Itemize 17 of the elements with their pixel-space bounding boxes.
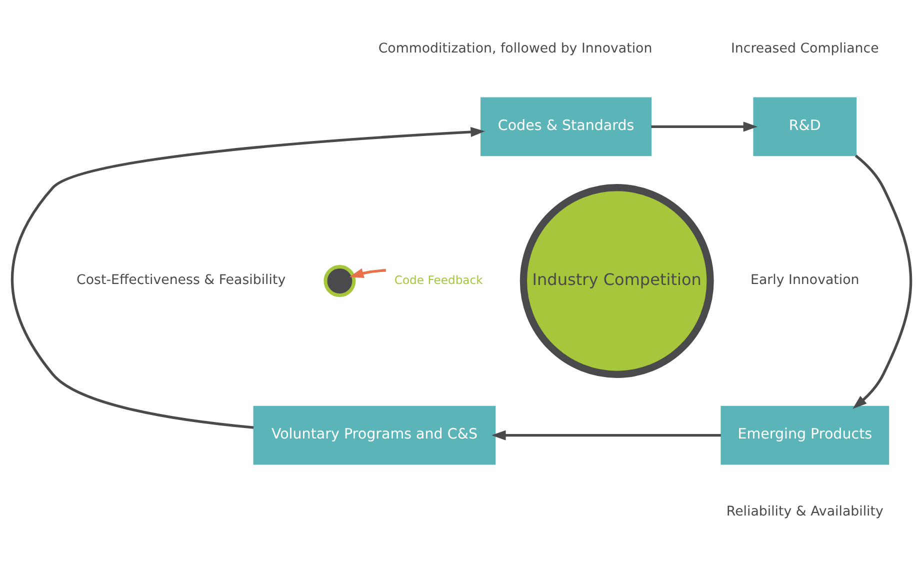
node-box: R&D bbox=[753, 97, 857, 156]
node-circle: Industry Competition bbox=[520, 184, 714, 378]
label: Commoditization, followed by Innovation bbox=[378, 42, 652, 57]
arrow bbox=[491, 430, 721, 440]
label: Increased Compliance bbox=[730, 42, 879, 57]
node-text: Code Feedback bbox=[394, 273, 483, 288]
node-box: Codes & Standards bbox=[480, 97, 652, 156]
label: Cost-Effectiveness & Feasibility bbox=[76, 273, 286, 288]
arrow bbox=[11, 127, 485, 429]
arrow bbox=[852, 154, 912, 409]
label: Early Innovation bbox=[750, 273, 860, 288]
arrow bbox=[651, 122, 758, 132]
node-box: Voluntary Programs and C&S bbox=[253, 406, 496, 465]
node-circle bbox=[324, 264, 356, 298]
arrow bbox=[349, 268, 386, 278]
node-box: Emerging Products bbox=[720, 406, 890, 465]
label: Reliability & Availability bbox=[726, 504, 884, 520]
